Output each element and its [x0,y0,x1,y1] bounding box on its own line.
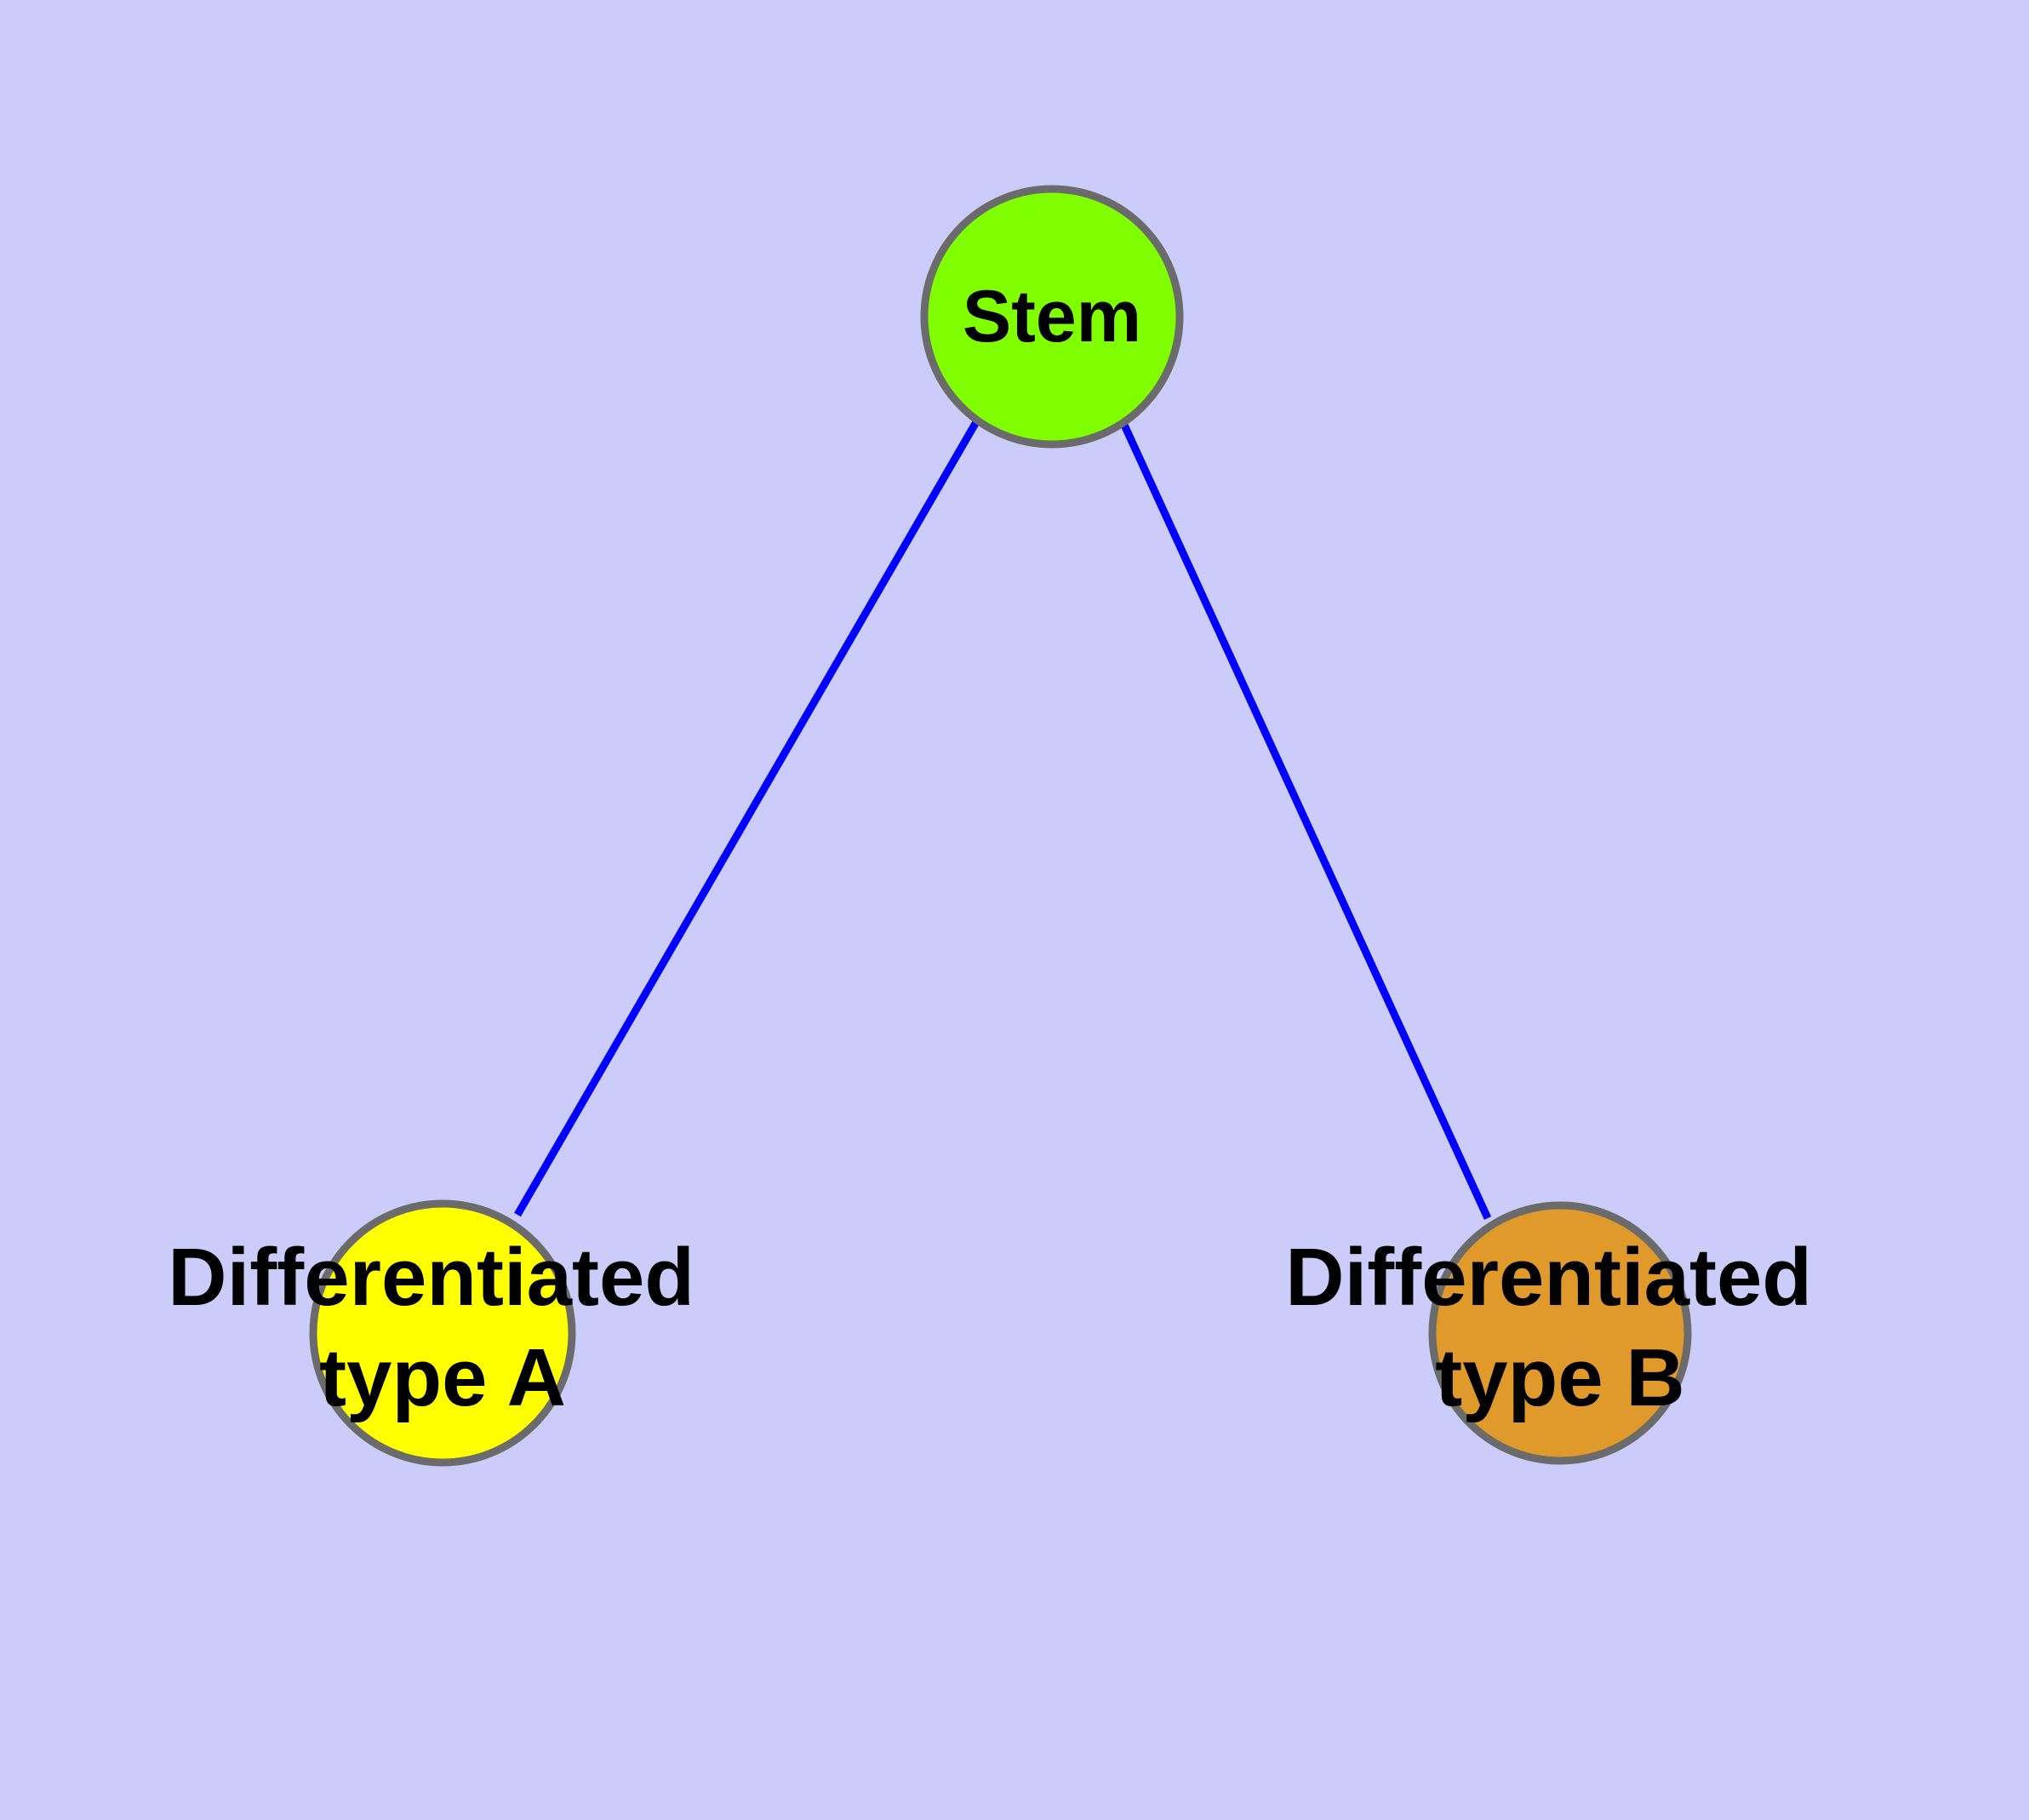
node-stem-circle[interactable] [920,185,1184,449]
edge-stem-to-diff-b[interactable] [1119,421,1492,1220]
node-diff-b-label: Differentiated type B [1285,1232,1834,1423]
node-diff-a-label: Differentiated type A [168,1232,717,1423]
node-diff-a-label-line-2: type A [319,1332,566,1423]
node-diff-a-circle[interactable] [309,1199,576,1467]
node-diff-b-label-line-1: Differentiated [1285,1232,1812,1323]
node-diff-b-circle[interactable] [1428,1201,1692,1465]
node-stem-label-line-1: Stem [963,276,1141,358]
node-diff-a-label-line-1: Differentiated [168,1232,694,1323]
node-diff-b-label-line-2: type B [1435,1332,1684,1423]
node-stem-label: Stem [963,276,1141,358]
edge-stem-to-diff-a[interactable] [514,418,980,1217]
